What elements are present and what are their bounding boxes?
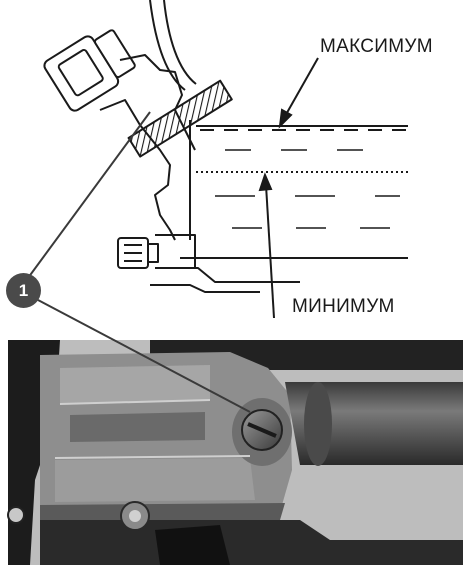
base-line-2 — [158, 267, 300, 283]
callout-leaders — [27, 111, 251, 413]
housing-wall — [99, 99, 176, 241]
min-arrow — [258, 172, 275, 319]
housing-boss — [119, 54, 196, 151]
max-arrow — [278, 57, 319, 129]
minimum-label: МИНИМУМ — [292, 296, 395, 317]
leader-to-drawing — [27, 111, 151, 279]
base-line-3 — [150, 284, 260, 293]
filler-plug-cap — [43, 29, 136, 112]
maximum-label: МАКСИМУМ — [320, 36, 433, 57]
hose-outline — [149, 0, 186, 91]
engine-photo — [7, 340, 463, 565]
leader-to-photo — [37, 299, 251, 413]
hose-outline-inner — [163, 0, 197, 85]
oil-level-lines — [196, 129, 408, 229]
plug-slot — [247, 422, 277, 438]
callout-marker-1: 1 — [6, 273, 41, 308]
line-drawing — [43, 0, 408, 293]
bracket-bolt — [117, 237, 159, 269]
